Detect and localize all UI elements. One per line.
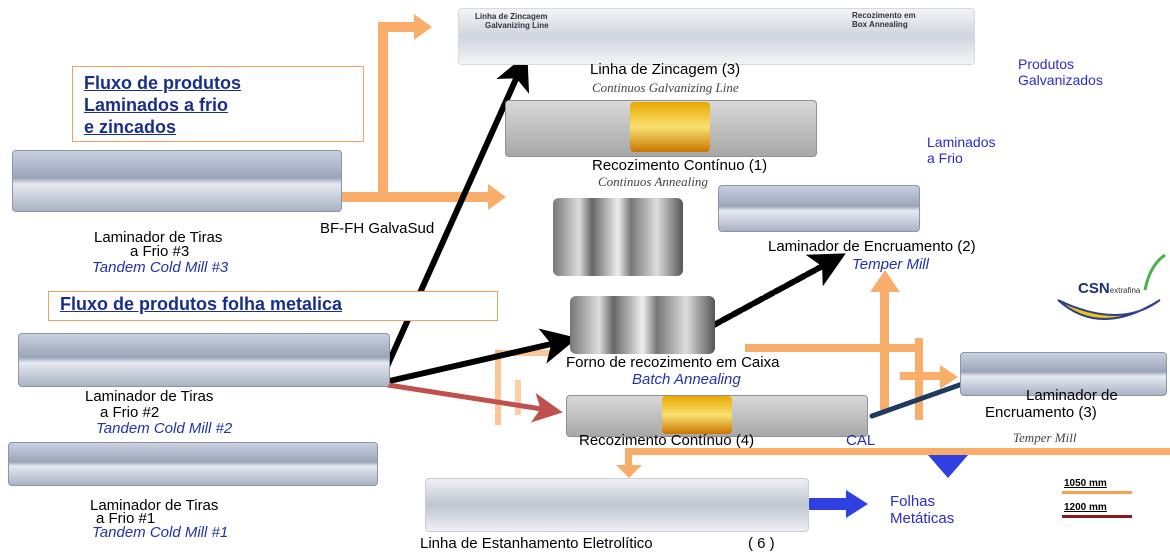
tandem-2-english: Tandem Cold Mill #2: [96, 420, 233, 437]
output-galvanized-1: Produtos: [1018, 56, 1075, 72]
output-tin-2: Metáticas: [890, 510, 955, 527]
continuous-annealing-1-label: Recozimento Contínuo (1): [592, 157, 768, 174]
galvasud-label: BF-FH GalvaSud: [320, 220, 435, 237]
tandem-1-line-2: a Frio #1: [96, 510, 156, 527]
black-arrows: [377, 53, 846, 385]
cal-4-label: Recozimento Contínuo (4): [579, 432, 755, 449]
batch-furnace-graphic: [570, 296, 715, 354]
tinning-line-label: Linha de Estanhamento Eletrolítico: [420, 535, 653, 552]
tandem-2-line-1: Laminador de Tiras: [85, 388, 214, 405]
temper-2-graphic: [718, 185, 920, 232]
legend-1050-line: [1062, 491, 1132, 494]
tin-flow-title: Fluxo de produtos folha metalica: [60, 294, 343, 314]
legend-1050-label: 1050 mm: [1064, 478, 1107, 489]
cold-flow-title-line-3: e zincados: [84, 117, 177, 137]
cold-flow-title-line-2: Laminados a frio: [84, 95, 229, 115]
zinc-header-left-1: Linha de Zincagem: [475, 12, 548, 21]
zinc-line-english: Continuos Galvanizing Line: [592, 80, 739, 95]
cold-flow-title-box: [72, 66, 364, 142]
legend-1200-line: [1062, 515, 1132, 518]
batch-furnace-top-graphic: [553, 198, 683, 276]
tandem-1-line-1: Laminador de Tiras: [90, 497, 219, 514]
batch-annealing-english: Batch Annealing: [632, 371, 741, 388]
legend-1200-label: 1200 mm: [1064, 502, 1107, 513]
tandem-3-english: Tandem Cold Mill #3: [92, 259, 229, 276]
zinc-header-left-2: Galvanizing Line: [485, 21, 549, 30]
output-galvanized-2: Galvanizados: [1018, 72, 1103, 88]
temper-3-english: Temper Mill: [1013, 430, 1077, 445]
temper-3-graphic: [960, 352, 1167, 396]
csn-logo-suffix: extrafina: [1109, 286, 1141, 295]
annealing-furnace-core: [630, 102, 710, 152]
tinning-line-graphic: [425, 478, 809, 532]
temper-2-english: Temper Mill: [852, 256, 929, 273]
cal-4-furnace-core: [662, 396, 732, 434]
orange-flow-lines: [340, 14, 1170, 478]
temper-3-line-2: Encruamento (3): [985, 404, 1097, 421]
temper-3-line-1: Laminador de: [1026, 387, 1118, 404]
tandem-3-line-2: a Frio #3: [130, 243, 190, 260]
csn-logo: CSNextrafina: [1078, 280, 1140, 298]
tinning-line-count: ( 6 ): [748, 535, 775, 552]
tandem-2-graphic: [18, 333, 390, 387]
zinc-line-graphic: [458, 8, 975, 65]
tin-output-arrow: [808, 490, 868, 518]
cal-4-abbr: CAL: [846, 432, 876, 449]
csn-logo-brand: CSN: [1078, 280, 1110, 297]
output-tin-1: Folhas: [890, 493, 936, 510]
tandem-1-english: Tandem Cold Mill #1: [92, 524, 229, 541]
tandem-3-line-1: Laminador de Tiras: [94, 229, 223, 246]
tin-flow-title-box: [48, 291, 498, 321]
continuous-annealing-1-english: Continuos Annealing: [598, 174, 708, 189]
tin-triangle-marker: [928, 455, 968, 478]
output-cold-rolled-2: a Frio: [927, 150, 963, 166]
tandem-2-line-2: a Frio #2: [100, 404, 160, 421]
red-arrow: [385, 382, 563, 423]
tandem-1-graphic: [8, 442, 378, 486]
zinc-header-right-2: Box Annealing: [852, 20, 908, 29]
batch-annealing-label: Forno de recozimento em Caixa: [566, 354, 780, 371]
zinc-header-right-1: Recozimento em: [852, 11, 916, 20]
csn-logo-swoosh: [1057, 299, 1161, 320]
zinc-line-label: Linha de Zincagem (3): [590, 61, 741, 78]
tandem-3-graphic: [12, 150, 342, 212]
cold-flow-title-line-1: Fluxo de produtos: [84, 73, 241, 93]
csn-logo-leaf: [1143, 253, 1166, 291]
output-cold-rolled-1: Laminados: [927, 134, 996, 150]
temper-2-label: Laminador de Encruamento (2): [768, 238, 976, 255]
